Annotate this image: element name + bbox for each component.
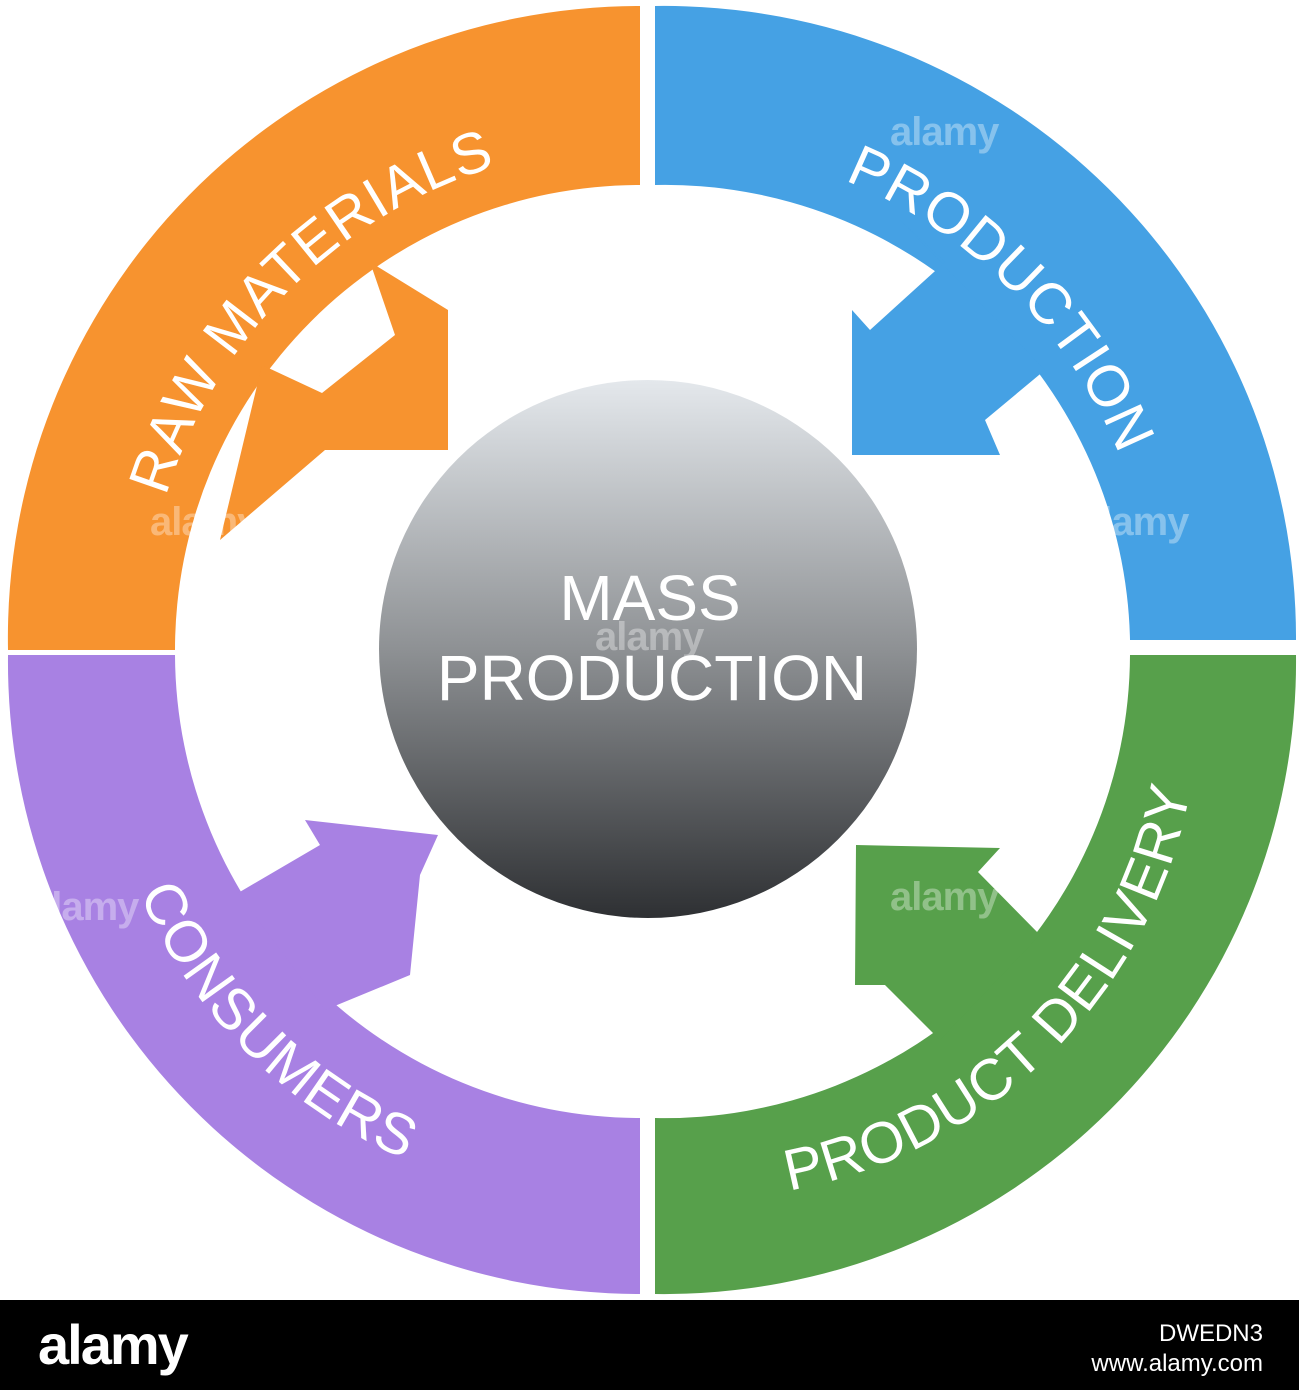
segment-raw-materials <box>7 5 641 651</box>
segment-production <box>655 5 1297 641</box>
arrow-consumers <box>238 820 438 1010</box>
segment-consumers <box>7 655 641 1294</box>
svg-text:alamy: alamy <box>30 885 140 929</box>
svg-text:alamy: alamy <box>150 500 260 544</box>
segment-product-delivery <box>655 655 1297 1295</box>
arrow-raw-materials <box>220 262 448 540</box>
svg-text:alamy: alamy <box>1080 500 1190 544</box>
watermark-bar: alamy DWEDN3 www.alamy.com <box>0 1300 1299 1390</box>
site-url: www.alamy.com <box>1091 1350 1263 1377</box>
center-sphere <box>379 380 917 918</box>
svg-text:alamy: alamy <box>890 875 1000 919</box>
watermark-overlay: alamy alamy alamy alamy alamy alamy <box>30 110 1191 929</box>
alamy-logo: alamy <box>38 1313 189 1376</box>
mass-production-cycle-diagram: MASS PRODUCTION RAW MATERIALS PRODUCTION… <box>7 5 1297 1295</box>
svg-text:alamy: alamy <box>595 615 705 659</box>
svg-text:alamy: alamy <box>890 110 1000 154</box>
arrow-product-delivery <box>855 845 1040 1040</box>
center-label-line2: PRODUCTION <box>437 642 867 714</box>
center-label-line1: MASS <box>559 562 740 634</box>
image-id: DWEDN3 <box>1158 1320 1263 1347</box>
arrow-production <box>852 220 1045 455</box>
